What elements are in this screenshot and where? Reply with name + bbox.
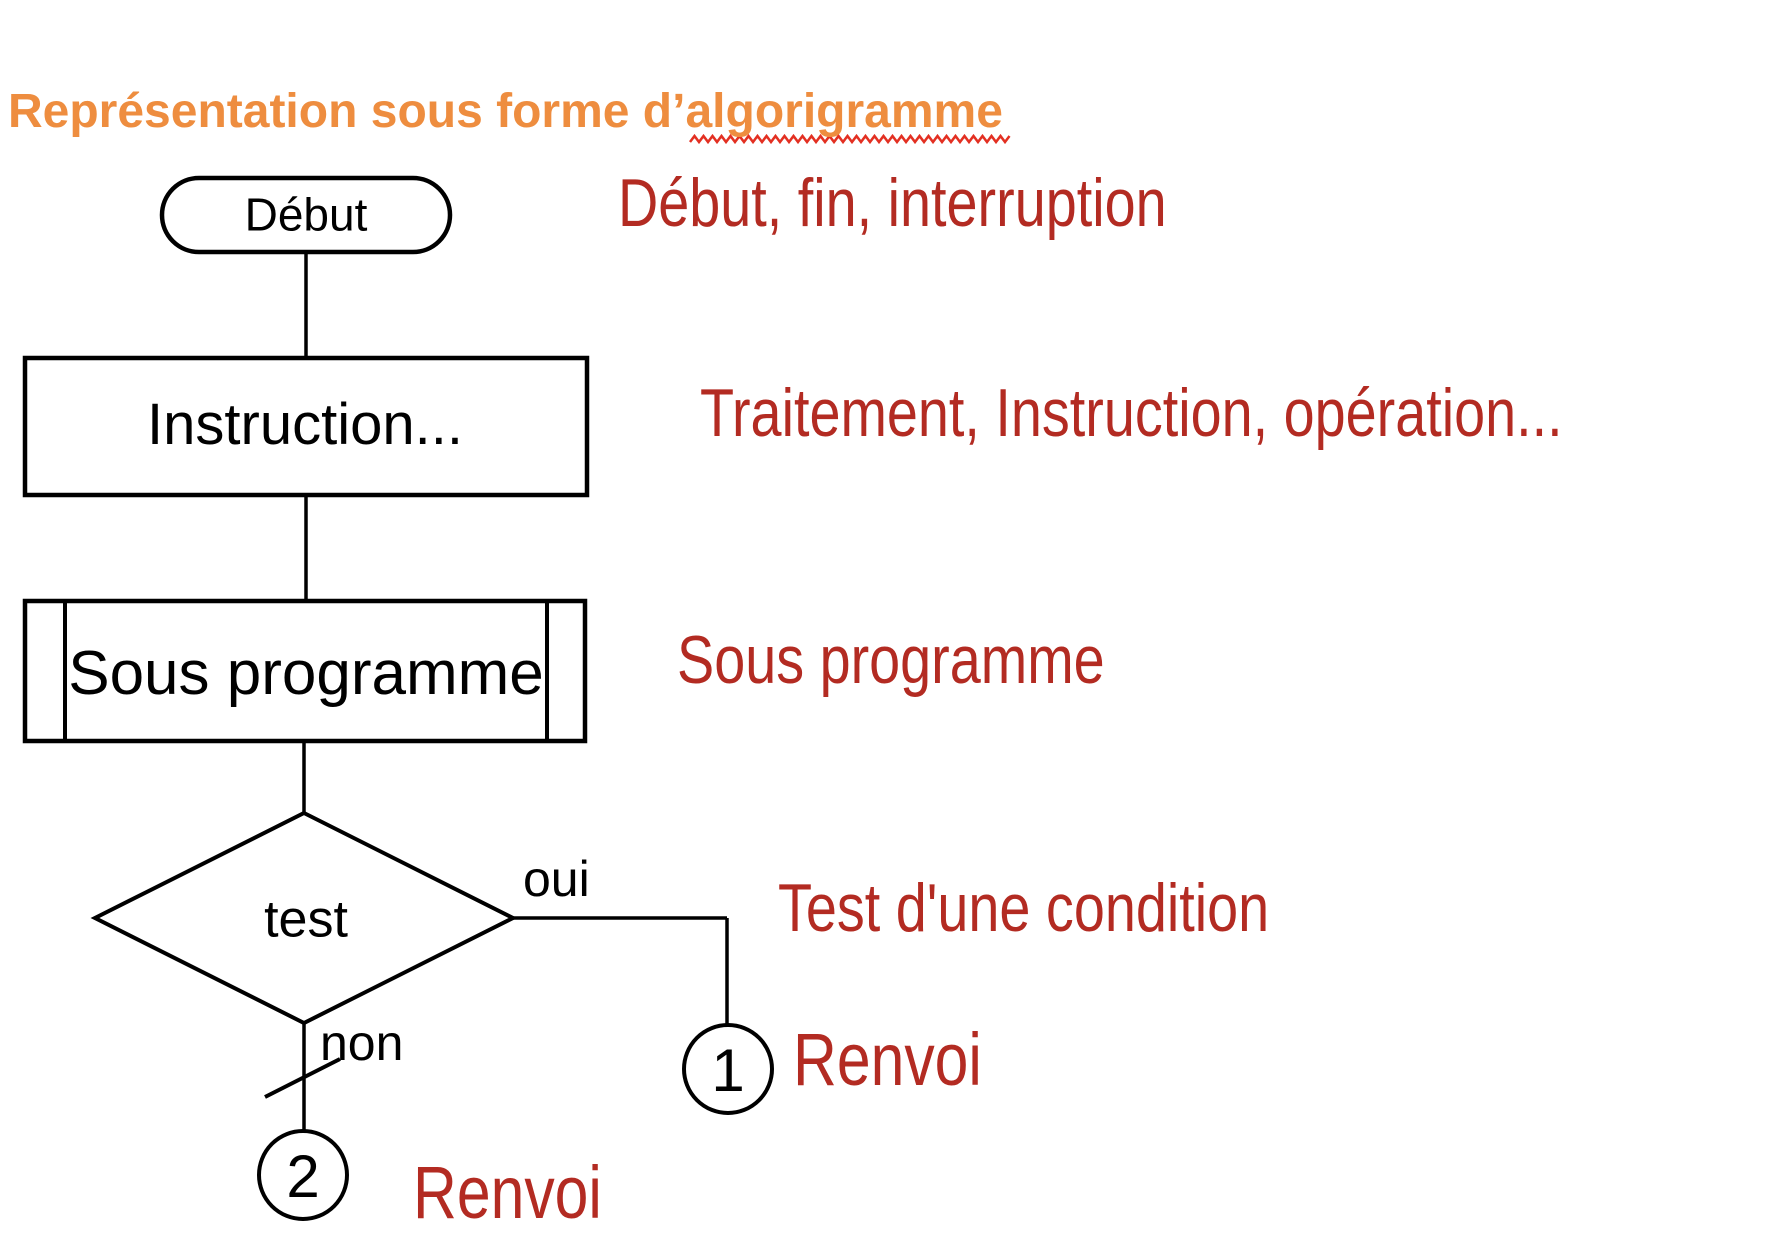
process-shape bbox=[22, 355, 590, 498]
terminator-label: Début bbox=[244, 188, 368, 241]
connector-2-shape bbox=[257, 1129, 349, 1221]
subroutine-label: Sous programme bbox=[68, 638, 544, 708]
legend-decision: Test d'une condition bbox=[778, 870, 1270, 946]
legend-process: Traitement, Instruction, opération... bbox=[700, 375, 1563, 451]
branch-no-label: non bbox=[320, 1015, 404, 1071]
legend-connector-2: Renvoi bbox=[413, 1151, 602, 1234]
break-tick bbox=[264, 1057, 341, 1099]
connector-1-shape bbox=[682, 1023, 774, 1115]
spellcheck-squiggle-underline bbox=[689, 133, 1011, 145]
legend-connector-1: Renvoi bbox=[793, 1018, 982, 1101]
decision-label: test bbox=[264, 890, 348, 949]
page-title: Représentation sous forme d’algorigramme bbox=[8, 85, 1003, 138]
legend-terminator: Début, fin, interruption bbox=[618, 165, 1167, 241]
connector-2-label: 2 bbox=[286, 1143, 320, 1210]
connector-1-label: 1 bbox=[711, 1037, 745, 1104]
process-label: Instruction... bbox=[147, 392, 463, 458]
branch-yes-label: oui bbox=[523, 851, 590, 907]
legend-subroutine: Sous programme bbox=[677, 622, 1105, 698]
